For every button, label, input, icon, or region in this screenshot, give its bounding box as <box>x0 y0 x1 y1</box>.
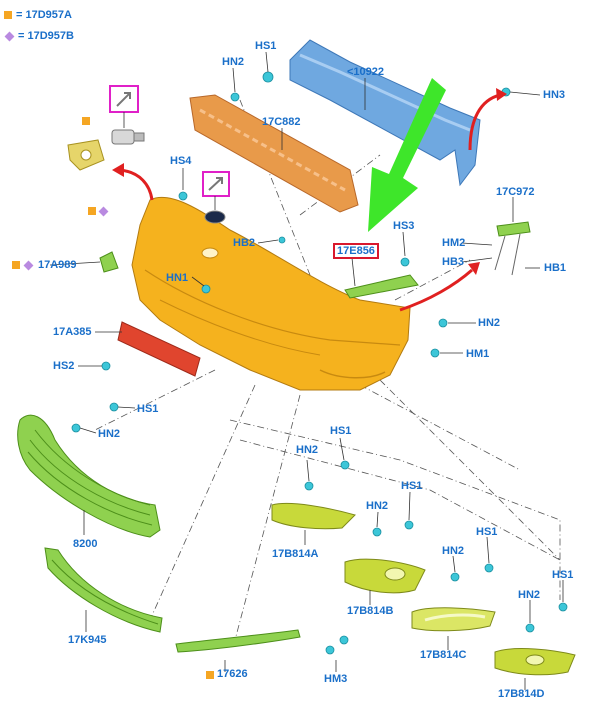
label-hb3[interactable]: HB3 <box>442 256 465 268</box>
label-10922[interactable]: <10922 <box>347 66 385 78</box>
legend-text: = 17D957B <box>18 30 74 42</box>
orange-square-marker <box>206 671 214 679</box>
label-17e856[interactable]: 17E856 <box>333 243 379 259</box>
fog-lamp-bezel-c[interactable] <box>411 607 496 632</box>
label-hm1[interactable]: HM1 <box>466 348 490 360</box>
label-17a989[interactable]: 17A989 <box>38 259 77 271</box>
lower-grille[interactable] <box>17 414 161 538</box>
label-hs1-a[interactable]: HS1 <box>330 425 352 437</box>
bumper-trim-strip[interactable] <box>344 274 419 299</box>
orange-square-marker <box>82 117 90 125</box>
label-17b814a[interactable]: 17B814A <box>272 548 319 560</box>
lower-molding[interactable] <box>175 629 301 653</box>
red-direction-arrows <box>119 93 501 312</box>
label-17c972[interactable]: 17C972 <box>496 186 535 198</box>
label-hn2-a[interactable]: HN2 <box>296 444 319 456</box>
orange-square-marker <box>12 261 20 269</box>
label-17c882[interactable]: 17C882 <box>262 116 301 128</box>
label-hn1[interactable]: HN1 <box>166 272 189 284</box>
label-hs1-d[interactable]: HS1 <box>552 569 574 581</box>
label-hm3[interactable]: HM3 <box>324 673 348 685</box>
legend-text: = 17D957A <box>16 9 72 21</box>
label-hn2-mid[interactable]: HN2 <box>478 317 501 329</box>
energy-absorber[interactable] <box>189 94 359 213</box>
bumper-bracket[interactable] <box>494 221 531 276</box>
fog-lamp-bezel-d[interactable] <box>494 648 576 676</box>
label-hs1-b[interactable]: HS1 <box>401 480 423 492</box>
legend-item-17d957a: = 17D957A <box>4 8 72 22</box>
label-hb2[interactable]: HB2 <box>233 237 256 249</box>
label-hs4[interactable]: HS4 <box>170 155 192 167</box>
orange-square-marker <box>88 207 96 215</box>
label-17626[interactable]: 17626 <box>217 668 248 680</box>
label-17b814c[interactable]: 17B814C <box>420 649 467 661</box>
fog-lamp-bezel-a[interactable] <box>271 502 356 530</box>
label-hn2-b[interactable]: HN2 <box>366 500 389 512</box>
bumper-cover[interactable] <box>131 196 411 391</box>
emblem-callout-icon <box>202 171 230 210</box>
label-17b814d[interactable]: 17B814D <box>498 688 545 700</box>
label-hs1-top[interactable]: HS1 <box>255 40 277 52</box>
label-8200[interactable]: 8200 <box>73 538 98 550</box>
side-sensor-bracket[interactable] <box>99 251 119 273</box>
ford-emblem[interactable] <box>204 210 226 224</box>
label-hn2-d[interactable]: HN2 <box>518 589 541 601</box>
label-hn2-top[interactable]: HN2 <box>222 56 245 68</box>
purple-diamond-marker <box>4 31 15 41</box>
label-hs3[interactable]: HS3 <box>393 220 415 232</box>
label-hm2[interactable]: HM2 <box>442 237 466 249</box>
sensor-callout-icon <box>109 85 139 128</box>
label-17k945[interactable]: 17K945 <box>68 634 107 646</box>
label-hn3[interactable]: HN3 <box>543 89 566 101</box>
fastener-clips <box>71 71 568 655</box>
label-hs2[interactable]: HS2 <box>53 360 75 372</box>
green-indicator-arrow <box>368 78 446 232</box>
license-plate-bracket[interactable] <box>117 321 201 377</box>
label-hs1-c[interactable]: HS1 <box>476 526 498 538</box>
legend-item-17d957b: = 17D957B <box>4 29 74 43</box>
parking-sensor-assembly[interactable] <box>67 129 145 171</box>
label-hn2-c[interactable]: HN2 <box>442 545 465 557</box>
callout-leaders <box>49 51 564 690</box>
fog-lamp-bezel-b[interactable] <box>344 558 426 594</box>
label-17b814b[interactable]: 17B814B <box>347 605 394 617</box>
label-hn2-grille[interactable]: HN2 <box>98 428 121 440</box>
label-hb1[interactable]: HB1 <box>544 262 567 274</box>
red-arrow-heads <box>112 88 507 275</box>
grille-insert[interactable] <box>44 547 163 633</box>
label-17a385[interactable]: 17A385 <box>53 326 92 338</box>
label-hs1-grille[interactable]: HS1 <box>137 403 159 415</box>
orange-square-marker <box>4 11 12 19</box>
reinforcement-beam[interactable] <box>289 39 481 187</box>
